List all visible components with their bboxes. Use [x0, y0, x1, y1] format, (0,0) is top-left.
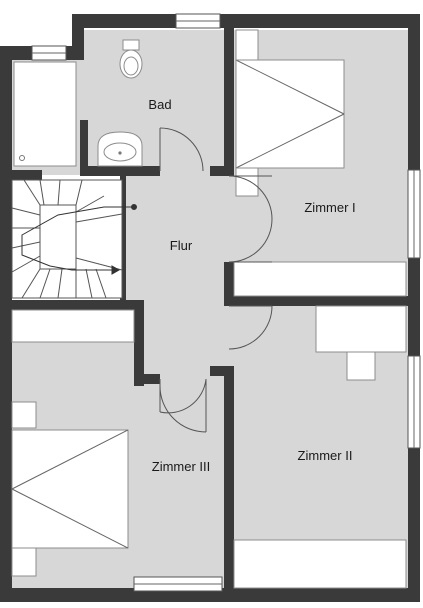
outer-wall-top-right	[72, 14, 418, 28]
wall-zimmer3-right	[134, 300, 144, 386]
wall-zimmer1-left-upper	[224, 28, 234, 176]
door-bad[interactable]	[159, 127, 204, 172]
nightstand-zimmer-3-top	[11, 401, 37, 429]
bed-zimmer-3	[11, 429, 129, 549]
outer-wall-left	[0, 46, 12, 600]
wall-zimmer3-right-stub	[134, 374, 160, 384]
wall-bad-divider	[80, 120, 88, 176]
staircase	[11, 179, 137, 299]
door-zimmer-1[interactable]	[228, 175, 273, 263]
zimmer-1-furniture	[233, 29, 407, 297]
outer-wall-left-upper-step	[72, 14, 84, 60]
wall-bad-flur-left	[12, 170, 42, 180]
wall-flur-right-lower	[210, 366, 234, 376]
chair-zimmer-2	[346, 351, 376, 381]
room-label-zimmer-1: Zimmer I	[304, 200, 355, 215]
toilet-icon	[119, 39, 143, 79]
wardrobe-zimmer-3	[11, 309, 135, 343]
wall-stair-right	[120, 176, 126, 300]
stair-treads	[11, 179, 123, 299]
wall-zimmer3-top	[12, 300, 136, 310]
room-label-flur: Flur	[170, 238, 193, 253]
bathroom-fixtures	[13, 39, 143, 167]
door-zimmer-2[interactable]	[228, 305, 273, 350]
windows	[31, 13, 421, 592]
stair-direction-arrow	[21, 204, 137, 275]
room-labels: Bad Flur Zimmer I Zimmer II Zimmer III	[148, 97, 355, 474]
outer-wall-bottom	[0, 588, 420, 602]
wall-bad-flur-right	[210, 166, 234, 176]
bed-zimmer-1	[235, 59, 345, 169]
washbasin-icon	[97, 131, 143, 167]
wall-zimmer1-left-lower	[224, 262, 234, 300]
doors	[159, 127, 273, 433]
zimmer-2-furniture	[233, 305, 407, 589]
nightstand-zimmer-1-top	[235, 29, 259, 61]
wardrobe-zimmer-1	[233, 261, 407, 297]
room-label-bad: Bad	[148, 97, 171, 112]
door-zimmer-3[interactable]	[159, 378, 207, 433]
room-label-zimmer-3: Zimmer III	[152, 459, 211, 474]
desk-zimmer-2	[315, 305, 407, 353]
outer-wall-right	[408, 14, 420, 600]
interior-walls	[12, 28, 408, 588]
shower-tray	[13, 61, 77, 167]
wardrobe-zimmer-2	[233, 539, 407, 589]
nightstand-zimmer-1-bottom	[235, 167, 259, 197]
shower-drain-icon	[19, 155, 25, 161]
stair-well	[39, 204, 77, 270]
wall-bad-flur-mid	[88, 166, 160, 176]
nightstand-zimmer-3-bottom	[11, 547, 37, 577]
room-label-zimmer-2: Zimmer II	[298, 448, 353, 463]
zimmer-3-furniture	[11, 309, 135, 577]
wall-zimmer1-zimmer2	[224, 296, 408, 306]
wall-zimmer2-left	[224, 366, 234, 588]
